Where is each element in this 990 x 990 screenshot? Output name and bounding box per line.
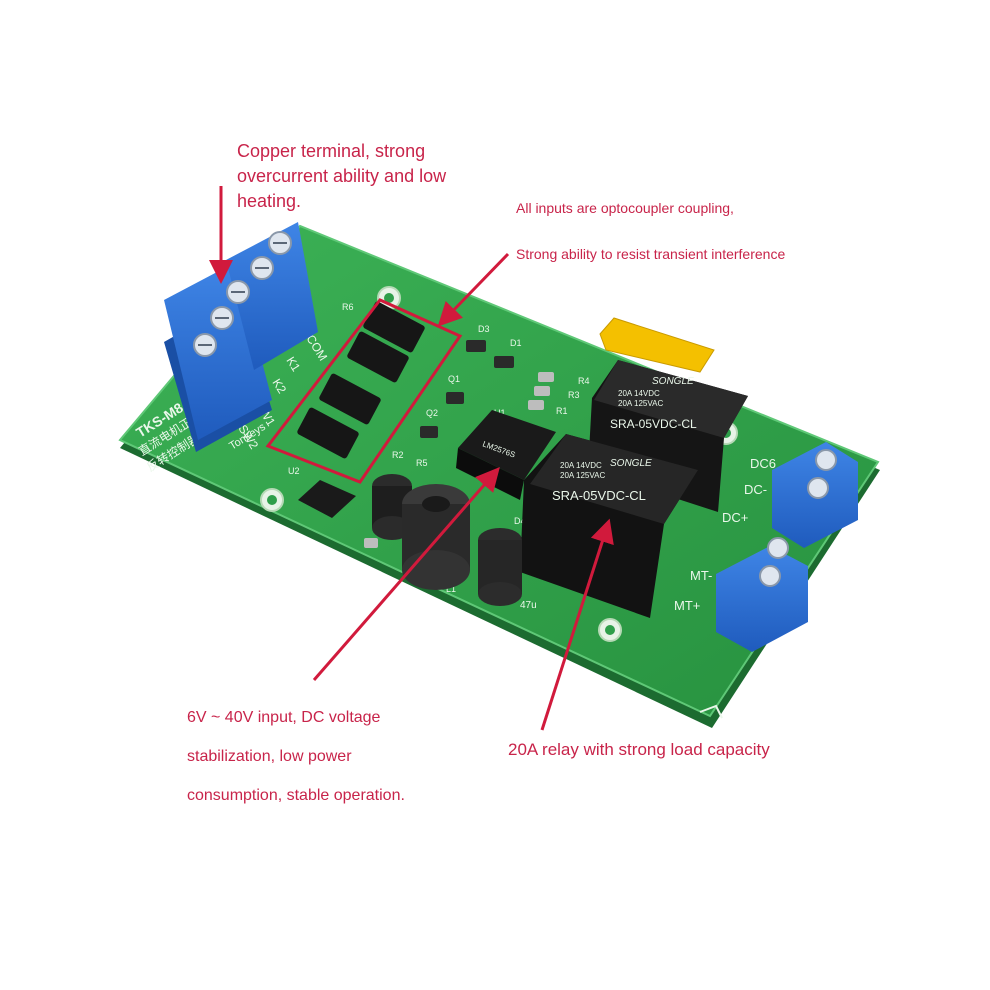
relay-1-model: SRA-05VDC-CL xyxy=(610,417,697,431)
input-label-k1: K1 xyxy=(283,354,303,374)
relay-1-rating-2: 20A 125VAC xyxy=(618,399,663,408)
chip-u2 xyxy=(298,480,356,518)
ref-r3: R3 xyxy=(568,390,580,400)
optocoupler-highlight-box xyxy=(265,298,463,484)
ref-d3: D3 xyxy=(478,324,490,334)
callout-optocoupler-line-1: All inputs are optocoupler coupling, xyxy=(516,200,734,216)
callout-power-line-1: 6V ~ 40V input, DC voltage xyxy=(187,709,381,726)
ref-r2: R2 xyxy=(392,450,404,460)
relay-1-rating: 20A 14VDC xyxy=(618,389,660,398)
inductor xyxy=(402,484,470,590)
relay-2-brand: SONGLE xyxy=(610,458,652,469)
ref-q1: Q1 xyxy=(448,374,460,384)
input-terminal-block xyxy=(164,222,318,452)
callout-terminal-line-3: heating. xyxy=(237,191,302,211)
callout-power: 6V ~ 40V input, DC voltage stabilization… xyxy=(187,698,405,815)
output-label-dc-plus: DC+ xyxy=(722,510,748,525)
callout-relay: 20A relay with strong load capacity xyxy=(508,738,770,762)
callout-power-line-3: consumption, stable operation. xyxy=(187,787,405,804)
output-label-dc-minus: DC- xyxy=(744,482,767,497)
ref-r5: R5 xyxy=(416,458,428,468)
optocoupler-row xyxy=(297,301,425,459)
ref-d4: D4 xyxy=(514,516,526,526)
ref-r6: R6 xyxy=(342,302,354,312)
callout-terminal-line-2: overcurrent ability and low xyxy=(237,166,447,186)
callout-optocoupler-line-2: Strong ability to resist transient inter… xyxy=(516,246,786,262)
ref-l1: L1 xyxy=(446,584,456,594)
ref-u2: U2 xyxy=(288,466,300,476)
output-terminal-block xyxy=(716,442,858,652)
ref-r1: R1 xyxy=(556,406,568,416)
callout-optocoupler: All inputs are optocoupler coupling, Str… xyxy=(516,197,785,265)
ref-r4: R4 xyxy=(578,376,590,386)
relay-2-rating-2: 20A 125VAC xyxy=(560,471,605,480)
output-label-dc6: DC6 xyxy=(750,456,776,471)
relay-2-model: SRA-05VDC-CL xyxy=(552,488,646,503)
callout-relay-text: 20A relay with strong load capacity xyxy=(508,740,770,759)
arrow-diagonal-icon xyxy=(437,252,510,327)
callout-terminal-line-1: Copper terminal, strong xyxy=(237,141,426,161)
callout-terminal: Copper terminal, strong overcurrent abil… xyxy=(237,139,446,214)
callout-power-line-2: stabilization, low power xyxy=(187,748,352,765)
ref-d1: D1 xyxy=(510,338,522,348)
smd-parts xyxy=(364,340,554,548)
input-label-k2: K2 xyxy=(269,376,289,396)
arrow-diagonal-icon xyxy=(312,466,500,681)
relay-1-brand: SONGLE xyxy=(652,376,694,387)
inductor-value: 47u xyxy=(520,600,537,611)
yellow-capacitor xyxy=(599,317,715,373)
relay-2-rating: 20A 14VDC xyxy=(560,461,602,470)
arrow-diagonal-icon xyxy=(540,518,614,731)
output-label-mt-minus: MT- xyxy=(690,568,712,583)
ref-q2: Q2 xyxy=(426,408,438,418)
output-label-mt-plus: MT+ xyxy=(674,598,700,613)
